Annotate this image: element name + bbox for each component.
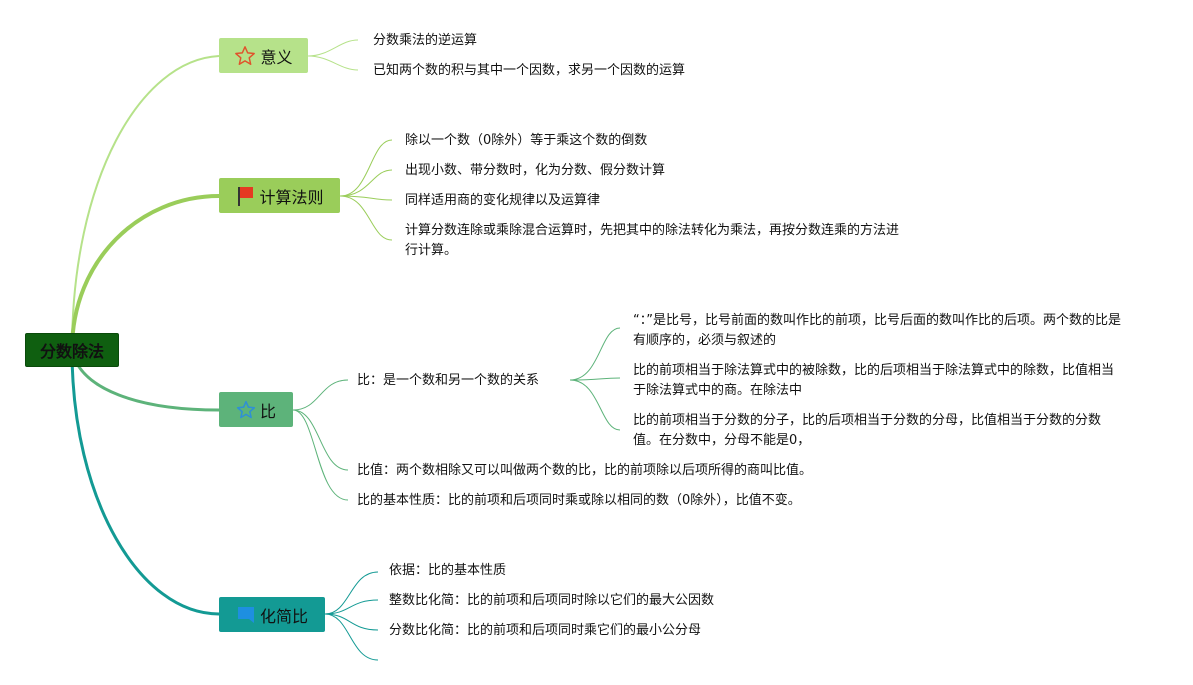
connector-rules-1: [339, 139, 393, 197]
connector-meaning-2: [307, 55, 359, 71]
rules-item-4: 计算分数连除或乘除混合运算时，先把其中的除法转化为乘法，再按分数连乘的方法进行计…: [405, 223, 900, 258]
simplify-item-1: 依据：比的基本性质: [389, 563, 507, 578]
root-label: 分数除法: [39, 342, 104, 361]
connector-rules-4: [339, 195, 393, 241]
branch-meaning[interactable]: 意义: [219, 38, 308, 73]
connector-ratio-3: [292, 409, 349, 501]
connector-sub-1: [569, 327, 621, 381]
connector-ratio-2: [292, 409, 349, 471]
rules-item-2: 出现小数、带分数时，化为分数、假分数计算: [405, 163, 666, 178]
connector-sub-3: [569, 379, 621, 431]
meaning-item-2: 已知两个数的积与其中一个因数，求另一个因数的运算: [373, 63, 686, 78]
branch-ratio-label: 比: [259, 401, 276, 421]
branch-simplify[interactable]: 化简比: [219, 597, 325, 632]
root-node[interactable]: 分数除法: [25, 333, 119, 367]
branch-ratio[interactable]: 比: [219, 392, 293, 427]
flag-icon: [235, 185, 255, 207]
connector-ratio-sub: [292, 379, 349, 411]
rules-item-3: 同样适用商的变化规律以及运算律: [405, 193, 601, 208]
connector-rules-2: [339, 169, 393, 197]
simplify-item-3: 分数比化简：比的前项和后项同时乘它们的最小公分母: [389, 623, 702, 638]
connector-root-meaning: [71, 55, 220, 351]
star-outline-icon: [234, 45, 256, 67]
connector-root-simplify: [70, 349, 220, 616]
ratio-sub-item-1: “：”是比号，比号前面的数叫作比的前项，比号后面的数叫作比的后项。两个数的比是有…: [633, 313, 1121, 348]
connector-sub-2: [569, 377, 621, 381]
ratio-sub-item-3: 比的前项相当于分数的分子，比的后项相当于分数的分母，比值相当于分数的分数值。在分…: [633, 413, 1102, 448]
connector-rules-3: [339, 195, 393, 201]
connector-root-rules: [70, 194, 220, 351]
rules-item-1: 除以一个数（0除外）等于乘这个数的倒数: [405, 133, 648, 148]
bookmark-icon: [236, 605, 256, 625]
branch-simplify-label: 化简比: [259, 606, 308, 626]
simplify-item-2: 整数比化简：比的前项和后项同时除以它们的最大公因数: [389, 593, 715, 608]
ratio-item-value: 比值：两个数相除又可以叫做两个数的比，比的前项除以后项所得的商叫比值。: [357, 463, 813, 478]
meaning-item-1: 分数乘法的逆运算: [373, 33, 478, 48]
connector-simplify-2: [324, 599, 379, 615]
branch-rules[interactable]: 计算法则: [219, 178, 340, 213]
ratio-sub-item-2: 比的前项相当于除法算式中的被除数，比的后项相当于除法算式中的除数，比值相当于除法…: [633, 363, 1115, 398]
connector-simplify-1: [324, 571, 379, 615]
ratio-item-property: 比的基本性质：比的前项和后项同时乘或除以相同的数（0除外），比值不变。: [357, 493, 801, 508]
connector-simplify-3: [324, 613, 379, 631]
connector-meaning-1: [307, 39, 359, 57]
ratio-sub-label: 比：是一个数和另一个数的关系: [357, 373, 540, 388]
branch-meaning-label: 意义: [260, 47, 293, 67]
branch-rules-label: 计算法则: [259, 187, 324, 207]
star-blue-icon: [236, 400, 256, 420]
connector-simplify-4: [324, 613, 379, 661]
